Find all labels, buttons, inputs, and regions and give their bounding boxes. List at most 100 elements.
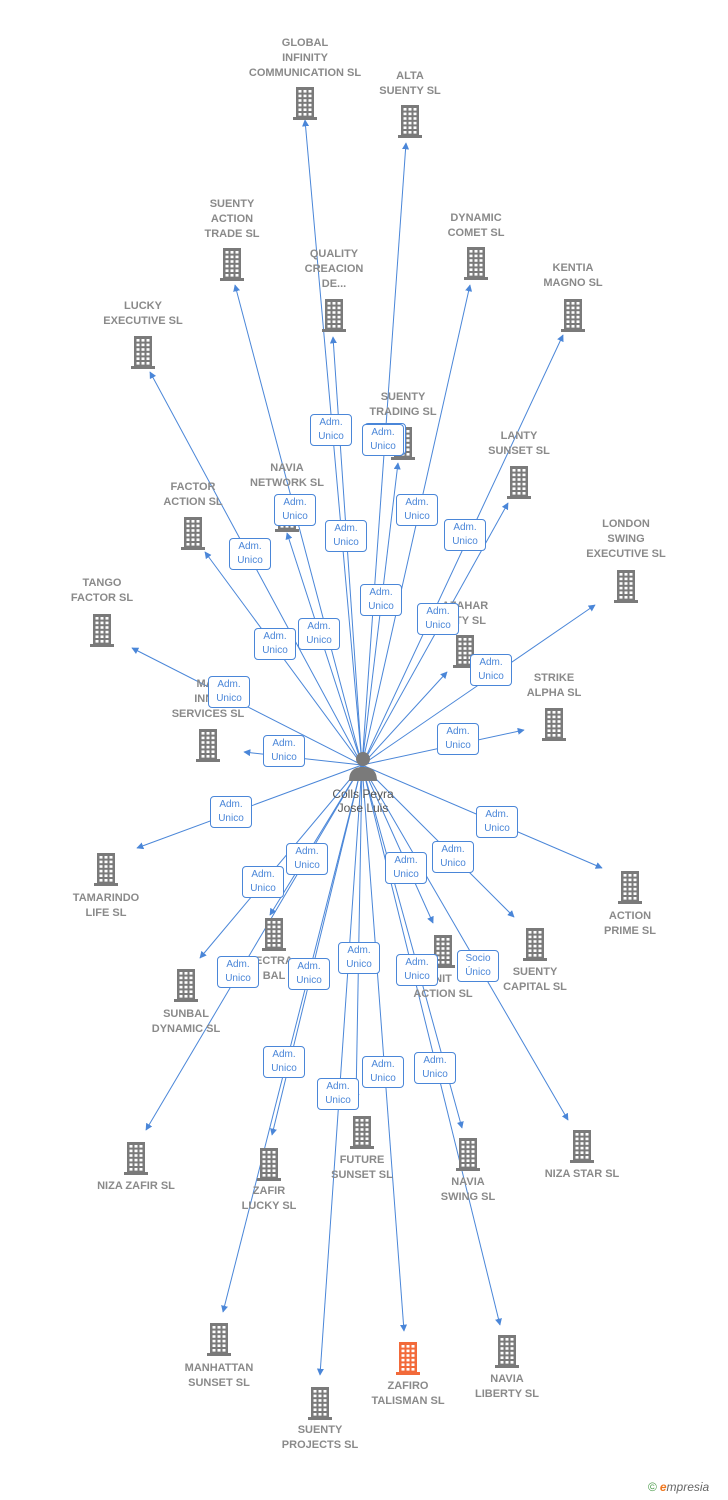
role-badge-dynamic-comet[interactable]: Adm.Unico	[362, 424, 404, 456]
company-node-niza-star[interactable]	[564, 1127, 600, 1163]
company-node-quality-creacion[interactable]	[316, 296, 352, 332]
company-node-manhattan-sunset[interactable]	[201, 1320, 237, 1356]
company-node-strike-alpha[interactable]	[536, 705, 572, 741]
role-badge-navia-network[interactable]: Adm.Unico	[274, 494, 316, 526]
company-node-factor-action[interactable]	[175, 514, 211, 550]
role-badge-line: Adm.	[479, 657, 503, 668]
role-badge-suenty-trading[interactable]: Adm.Unico	[360, 584, 402, 616]
company-node-mat-inno-services[interactable]	[190, 726, 226, 762]
role-badge-navia-liberty[interactable]: Adm.Unico	[396, 954, 438, 986]
role-badge-line: Adm.	[226, 959, 250, 970]
company-node-niza-zafir[interactable]	[118, 1139, 154, 1175]
company-node-action-prime[interactable]	[612, 868, 648, 904]
company-node-suenty-action-trade[interactable]	[214, 245, 250, 281]
company-label-line: GLOBAL	[281, 37, 329, 49]
company-node-suenty-projects[interactable]	[302, 1384, 338, 1420]
role-badge-azahar-city[interactable]: Adm.Unico	[417, 603, 459, 635]
role-badge-manhattan-sunset[interactable]: Adm.Unico	[286, 843, 328, 875]
person-icon[interactable]	[345, 750, 381, 782]
role-badge-line: Adm.	[263, 631, 287, 642]
role-badge-future-sunset[interactable]: Adm.Unico	[338, 942, 380, 974]
company-node-future-sunset[interactable]	[344, 1113, 380, 1149]
company-label-niza-star[interactable]: NIZA STAR SL	[512, 1167, 652, 1182]
role-badge-factor-action[interactable]: Adm.Unico	[254, 628, 296, 660]
company-node-infinity-action[interactable]	[425, 932, 461, 968]
role-badge-suenty-capital[interactable]: Adm.Unico	[432, 841, 474, 873]
role-badge-lanty-sunset[interactable]: Adm.Unico	[444, 519, 486, 551]
role-badge-london-swing[interactable]: Adm.Unico	[470, 654, 512, 686]
company-node-lanty-sunset[interactable]	[501, 463, 537, 499]
company-node-lucky-executive[interactable]	[125, 333, 161, 369]
role-badge-electra-global[interactable]: Adm.Unico	[288, 958, 330, 990]
role-badge-zafir-lucky[interactable]: Adm.Unico	[263, 1046, 305, 1078]
role-badge-suenty-projects[interactable]: Adm.Unico	[317, 1078, 359, 1110]
company-node-london-swing[interactable]	[608, 567, 644, 603]
role-badge-strike-alpha[interactable]: Adm.Unico	[437, 723, 479, 755]
edge-niza-star	[361, 764, 569, 1121]
role-badge-navia-swing[interactable]: Adm.Unico	[414, 1052, 456, 1084]
role-badge-action-prime[interactable]: Adm.Unico	[476, 806, 518, 838]
company-node-dynamic-comet[interactable]	[458, 244, 494, 280]
role-badge-niza-zafir[interactable]: Adm.Unico	[217, 956, 259, 988]
role-badge-suenty-action-trade[interactable]: Adm.Unico	[325, 520, 367, 552]
company-node-alta-suenty[interactable]	[392, 102, 428, 138]
company-node-azahar-city[interactable]	[447, 632, 483, 668]
role-badge-global-infinity[interactable]: Adm.Unico	[298, 618, 340, 650]
company-node-suenty-capital[interactable]	[517, 925, 553, 961]
role-badge-line: Adm.	[217, 679, 241, 690]
company-node-tango-factor[interactable]	[84, 611, 120, 647]
company-node-global-infinity[interactable]	[287, 84, 323, 120]
company-node-electra-global[interactable]	[256, 915, 292, 951]
company-node-zafiro-talisman[interactable]	[390, 1339, 426, 1375]
company-node-kentia-magno[interactable]	[555, 296, 591, 332]
company-label-line: PRIME SL	[604, 925, 656, 937]
role-badge-sunbal-dynamic[interactable]: Adm.Unico	[242, 866, 284, 898]
company-node-navia-swing[interactable]	[450, 1135, 486, 1171]
role-badge-mat-inno-services[interactable]: Adm.Unico	[263, 735, 305, 767]
role-badge-kentia-magno[interactable]: Adm.Unico	[396, 494, 438, 526]
person-name[interactable]: Colls Peyra Jose Luis	[303, 787, 423, 815]
company-node-navia-liberty[interactable]	[489, 1332, 525, 1368]
role-badge-zafiro-talisman[interactable]: Adm.Unico	[362, 1056, 404, 1088]
company-node-sunbal-dynamic[interactable]	[168, 966, 204, 1002]
role-badge-line: Unico	[237, 555, 263, 566]
company-node-zafir-lucky[interactable]	[251, 1145, 287, 1181]
company-node-tamarindo-life[interactable]	[88, 850, 124, 886]
role-badge-line: Adm.	[405, 497, 429, 508]
role-badge-tango-factor[interactable]: Adm.Unico	[208, 676, 250, 708]
role-badge-lucky-executive[interactable]: Adm.Unico	[229, 538, 271, 570]
company-label-niza-zafir[interactable]: NIZA ZAFIR SL	[66, 1179, 206, 1194]
role-badge-infinity-action[interactable]: Adm.Unico	[385, 852, 427, 884]
role-badge-quality-creacion[interactable]: Adm.Unico	[310, 414, 352, 446]
role-badge-tamarindo-life[interactable]: Adm.Unico	[210, 796, 252, 828]
